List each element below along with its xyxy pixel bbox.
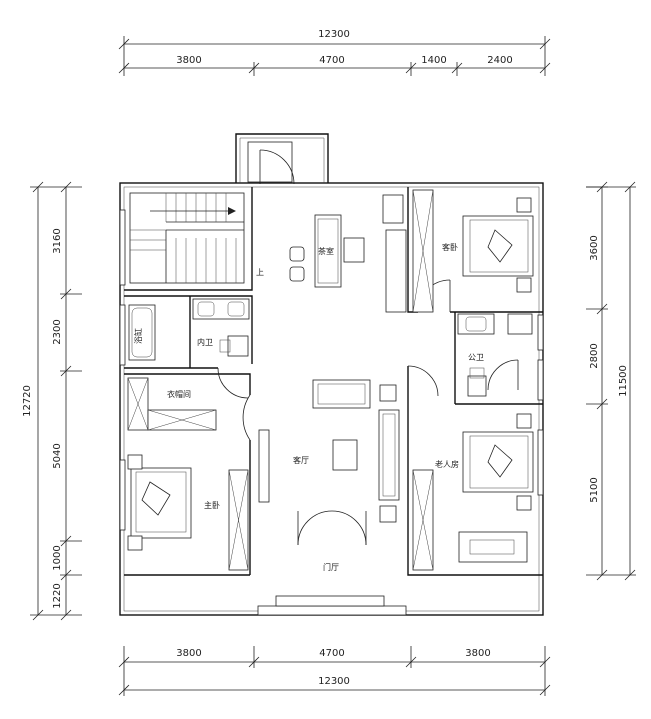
- left-dimensions: 12720 3160 2300 5040 1000 1220: [22, 181, 82, 621]
- living-room-furniture: [258, 379, 400, 523]
- left-dimension-4: 1000: [52, 545, 63, 570]
- guest-bedroom-furniture: [382, 189, 534, 313]
- room-labels: 茶室 上 客卧 内卫 浴缸 公卫 衣帽间 客厅 老人房 主卧 门厅: [133, 242, 484, 572]
- label-walk-in-closet: 衣帽间: [167, 389, 191, 399]
- label-public-bath: 公卫: [468, 353, 484, 362]
- bottom-dimension-3: 3800: [465, 648, 490, 659]
- staircase: [129, 192, 245, 284]
- left-dimension-3: 5040: [52, 443, 63, 468]
- bottom-dimensions: 3800 4700 3800 12300: [118, 646, 551, 696]
- exterior-walls: [119, 133, 544, 616]
- top-dimension-4: 2400: [487, 55, 512, 66]
- top-dimension-3: 1400: [421, 55, 446, 66]
- label-tea-room: 茶室: [318, 246, 334, 256]
- label-living-room: 客厅: [293, 455, 309, 465]
- public-bath-fixtures: [457, 313, 533, 397]
- tea-table-set: [289, 214, 365, 288]
- bottom-dimension-1: 3800: [176, 648, 201, 659]
- label-guest-bedroom: 客卧: [442, 242, 458, 252]
- label-entrance-hall: 门厅: [323, 562, 339, 572]
- left-dimension-2: 2300: [52, 319, 63, 344]
- top-dimension-2: 4700: [319, 55, 344, 66]
- left-dimension-5: 1220: [52, 583, 63, 608]
- top-total-dimension: 12300: [318, 29, 350, 40]
- elder-room-furniture: [412, 413, 534, 571]
- bottom-dimension-2: 4700: [319, 648, 344, 659]
- label-ensuite-bath: 内卫: [197, 337, 213, 347]
- right-dimension-2: 2800: [589, 343, 600, 368]
- top-dimensions: 12300 3800 4700 1400 2400: [118, 29, 551, 76]
- right-dimension-3: 5100: [589, 477, 600, 502]
- interior-walls: [124, 187, 543, 576]
- right-total-dimension: 11500: [618, 365, 629, 397]
- master-suite-furniture: [127, 377, 249, 571]
- ensuite-bath-fixtures: [128, 298, 250, 361]
- label-elder-room: 老人房: [435, 459, 459, 469]
- left-dimension-1: 3160: [52, 228, 63, 253]
- label-stairs-up: 上: [256, 268, 264, 277]
- label-master-bedroom: 主卧: [204, 500, 220, 510]
- left-total-dimension: 12720: [22, 385, 33, 417]
- right-dimensions: 3600 2800 5100 11500: [586, 181, 636, 581]
- right-dimension-1: 3600: [589, 235, 600, 260]
- top-dimension-1: 3800: [176, 55, 201, 66]
- label-bathtub: 浴缸: [133, 328, 143, 344]
- bottom-total-dimension: 12300: [318, 676, 350, 687]
